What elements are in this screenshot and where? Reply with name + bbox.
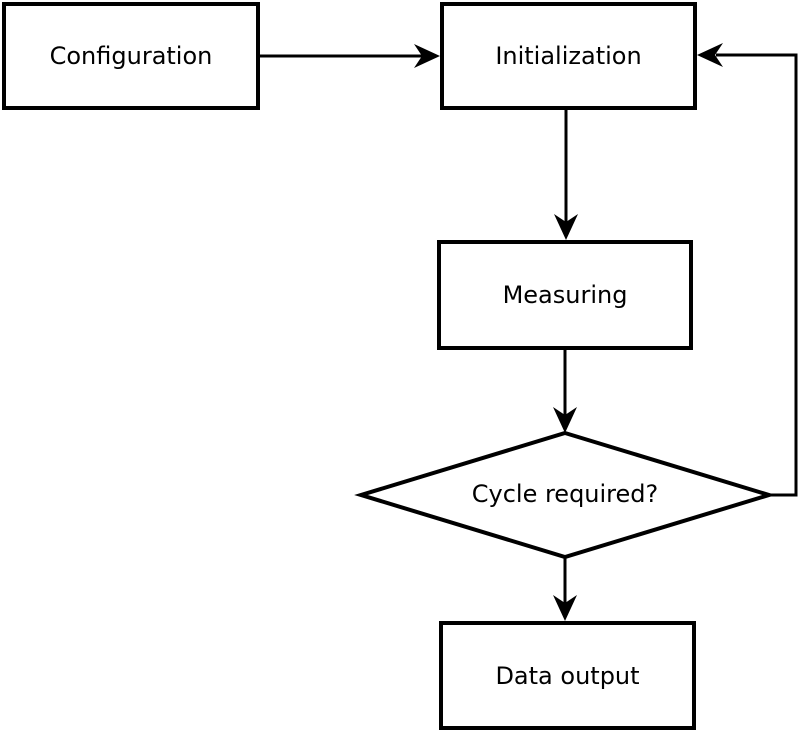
node-initialization-label: Initialization [495, 42, 642, 70]
node-measuring: Measuring [437, 240, 693, 350]
arrowhead-into-cycle-required [553, 407, 577, 433]
node-initialization: Initialization [440, 2, 697, 110]
node-data-output: Data output [439, 621, 696, 730]
node-measuring-label: Measuring [502, 281, 628, 309]
arrowhead-into-data-output [553, 595, 577, 621]
node-data-output-label: Data output [495, 661, 640, 690]
node-configuration-label: Configuration [49, 42, 213, 70]
decision-diamond-cycle-required [354, 430, 776, 560]
arrowhead-into-initialization-right [697, 43, 723, 67]
node-cycle-required-label: Cycle required? [471, 480, 659, 508]
arrowhead-into-measuring [554, 214, 578, 240]
edge-cycle-required-to-initialization [716, 53, 798, 497]
arrowhead-into-initialization-left [414, 44, 440, 68]
node-configuration: Configuration [2, 2, 260, 110]
